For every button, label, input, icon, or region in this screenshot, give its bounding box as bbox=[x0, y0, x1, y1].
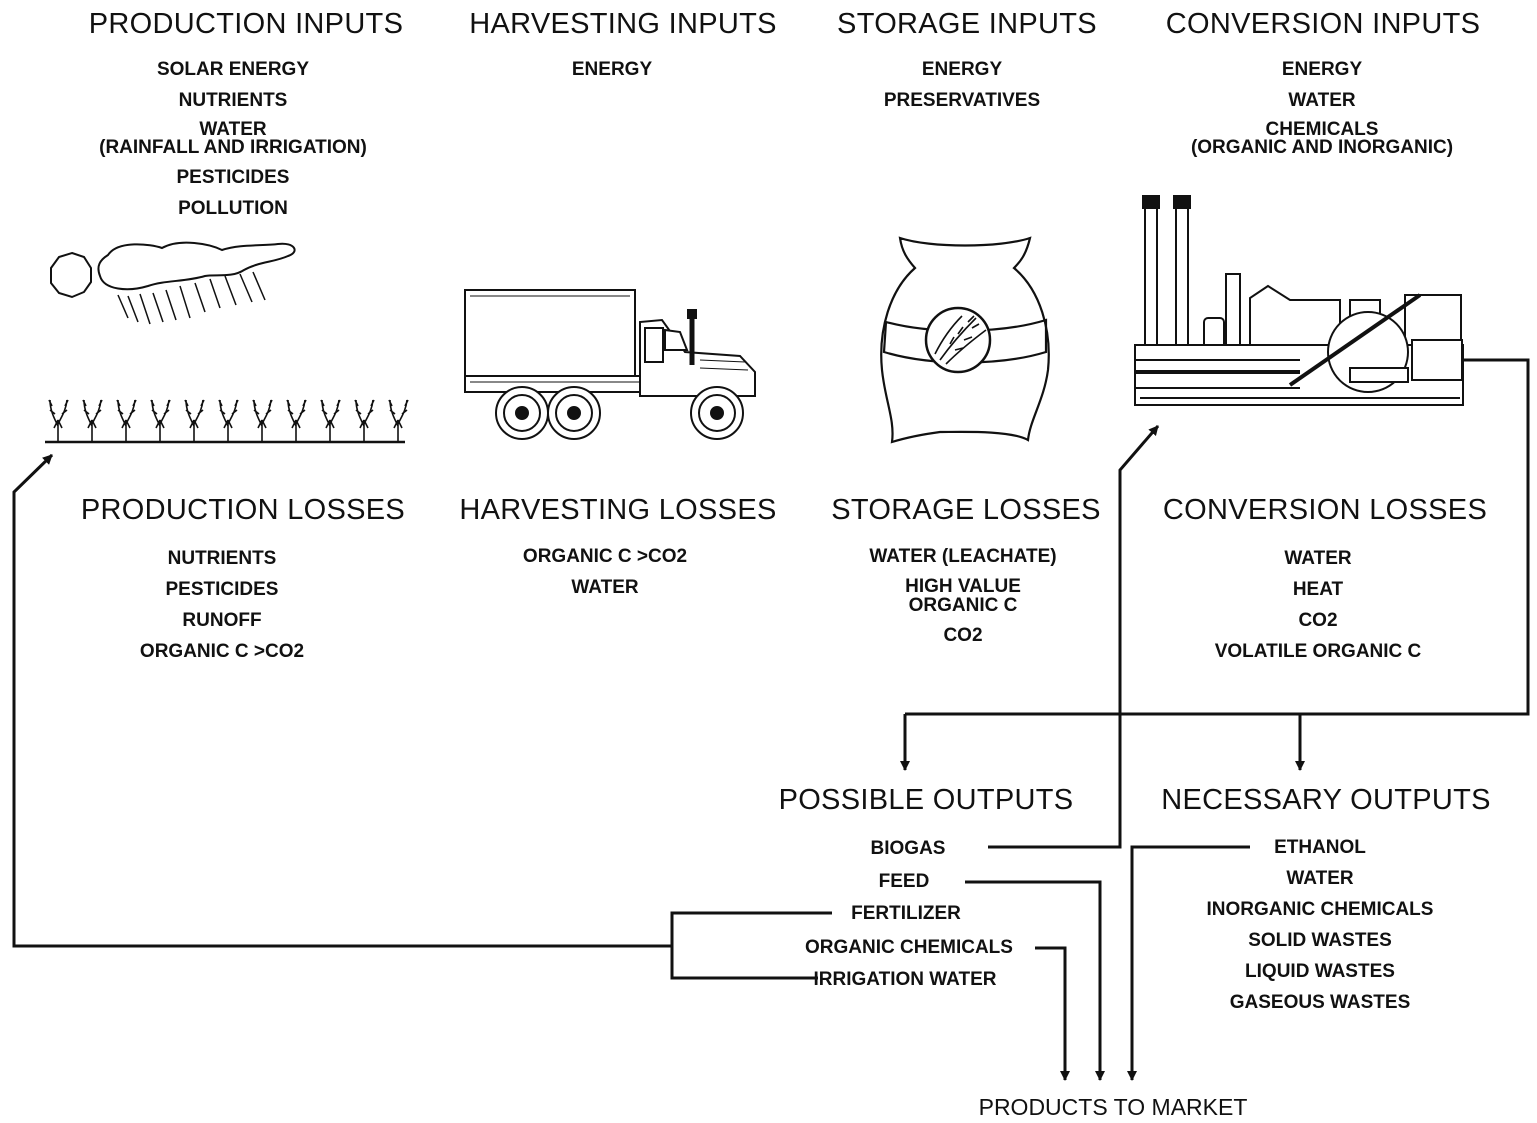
list-item: VOLATILE ORGANIC C bbox=[1214, 641, 1422, 662]
truck-icon bbox=[464, 289, 756, 440]
list-item: NUTRIENTS bbox=[178, 90, 288, 111]
production-inputs-title: PRODUCTION INPUTS bbox=[88, 8, 404, 40]
factory-icon bbox=[1134, 195, 1464, 406]
rain-cloud-icon bbox=[97, 241, 296, 325]
output-fertilizer: FERTILIZER bbox=[851, 903, 961, 924]
crop-plant bbox=[286, 399, 307, 442]
list-item: SOLID WASTES bbox=[1248, 930, 1392, 951]
harvesting-losses-title: HARVESTING LOSSES bbox=[459, 494, 777, 526]
list-item: WATER bbox=[571, 577, 639, 598]
grain-sack-icon bbox=[880, 236, 1050, 444]
crop-plant bbox=[252, 399, 273, 442]
conversion-inputs-title: CONVERSION INPUTS bbox=[1165, 8, 1481, 40]
list-item: LIQUID WASTES bbox=[1245, 961, 1395, 982]
list-item: NUTRIENTS bbox=[167, 548, 277, 569]
conversion-losses-list: WATER HEAT CO2 VOLATILE ORGANIC C bbox=[1215, 548, 1422, 662]
arrow-return-to-production bbox=[12, 453, 672, 948]
list-item: PESTICIDES bbox=[176, 167, 290, 188]
crop-plant bbox=[150, 399, 171, 442]
arrow-chemicals-to-market bbox=[1035, 946, 1070, 1081]
list-item: ORGANIC C >CO2 bbox=[139, 641, 305, 662]
crop-plant bbox=[320, 399, 341, 442]
list-item: HIGH VALUE bbox=[905, 576, 1021, 597]
storage-inputs-title: STORAGE INPUTS bbox=[837, 8, 1097, 40]
products-to-market-label: PRODUCTS TO MARKET bbox=[978, 1094, 1248, 1120]
list-item: RUNOFF bbox=[182, 610, 262, 631]
harvesting-inputs-list: ENERGY bbox=[572, 59, 652, 80]
arrow-biogas-to-conversion bbox=[988, 425, 1160, 849]
list-item: SOLAR ENERGY bbox=[156, 59, 310, 80]
conversion-losses-title: CONVERSION LOSSES bbox=[1162, 494, 1488, 526]
production-inputs-list: SOLAR ENERGY NUTRIENTS WATER (RAINFALL A… bbox=[99, 59, 367, 219]
list-item: POLLUTION bbox=[178, 198, 288, 219]
storage-losses-title: STORAGE LOSSES bbox=[831, 494, 1101, 526]
crop-plant bbox=[116, 399, 137, 442]
list-item: PESTICIDES bbox=[165, 579, 279, 600]
list-item: WATER bbox=[199, 119, 267, 140]
production-losses-list: NUTRIENTS PESTICIDES RUNOFF ORGANIC C >C… bbox=[140, 548, 304, 662]
flow-lines bbox=[12, 358, 1530, 1081]
output-organic-chemicals: ORGANIC CHEMICALS bbox=[805, 937, 1013, 958]
output-irrigation-water: IRRIGATION WATER bbox=[813, 969, 997, 990]
list-item: (ORGANIC AND INORGANIC) bbox=[1190, 137, 1454, 158]
list-item: WATER bbox=[1288, 90, 1356, 111]
crop-plant bbox=[48, 399, 69, 442]
list-item: CO2 bbox=[943, 625, 983, 646]
output-feed: FEED bbox=[878, 871, 930, 892]
arrow-feed-to-market bbox=[965, 880, 1105, 1081]
crop-row-icon bbox=[45, 399, 409, 444]
storage-losses-list: WATER (LEACHATE) HIGH VALUE ORGANIC C CO… bbox=[869, 546, 1056, 646]
list-item: CO2 bbox=[1298, 610, 1338, 631]
harvesting-inputs-title: HARVESTING INPUTS bbox=[469, 8, 777, 40]
harvesting-losses-list: ORGANIC C >CO2 WATER bbox=[523, 546, 687, 598]
necessary-outputs-list: ETHANOL WATER INORGANIC CHEMICALS SOLID … bbox=[1207, 837, 1434, 1013]
list-item: WATER (LEACHATE) bbox=[869, 546, 1057, 567]
list-item: ETHANOL bbox=[1274, 837, 1366, 858]
crop-plant bbox=[218, 399, 239, 442]
sun-icon bbox=[50, 251, 92, 299]
crop-plant bbox=[82, 399, 103, 442]
crop-plant bbox=[388, 399, 409, 442]
necessary-outputs-title: NECESSARY OUTPUTS bbox=[1161, 784, 1491, 816]
list-item: (RAINFALL AND IRRIGATION) bbox=[99, 137, 367, 158]
conversion-inputs-list: ENERGY WATER CHEMICALS (ORGANIC AND INOR… bbox=[1191, 59, 1453, 157]
possible-outputs-title: POSSIBLE OUTPUTS bbox=[778, 784, 1074, 816]
storage-inputs-list: ENERGY PRESERVATIVES bbox=[884, 59, 1040, 111]
crop-plant bbox=[184, 399, 205, 442]
list-item: WATER bbox=[1286, 868, 1354, 889]
list-item: ENERGY bbox=[921, 59, 1003, 80]
list-item: ENERGY bbox=[571, 59, 653, 80]
output-biogas: BIOGAS bbox=[870, 838, 946, 859]
list-item: HEAT bbox=[1292, 579, 1344, 600]
list-item: ORGANIC C >CO2 bbox=[522, 546, 688, 567]
production-losses-title: PRODUCTION LOSSES bbox=[80, 494, 406, 526]
list-item: ENERGY bbox=[1281, 59, 1363, 80]
crop-plant bbox=[354, 399, 375, 442]
list-item: INORGANIC CHEMICALS bbox=[1206, 899, 1434, 920]
list-item: GASEOUS WASTES bbox=[1229, 992, 1411, 1013]
list-item: PRESERVATIVES bbox=[883, 90, 1041, 111]
list-item: CHEMICALS bbox=[1265, 119, 1379, 140]
list-item: ORGANIC C bbox=[908, 595, 1018, 616]
list-item: WATER bbox=[1284, 548, 1352, 569]
arrow-ethanol-to-market bbox=[1127, 845, 1250, 1081]
